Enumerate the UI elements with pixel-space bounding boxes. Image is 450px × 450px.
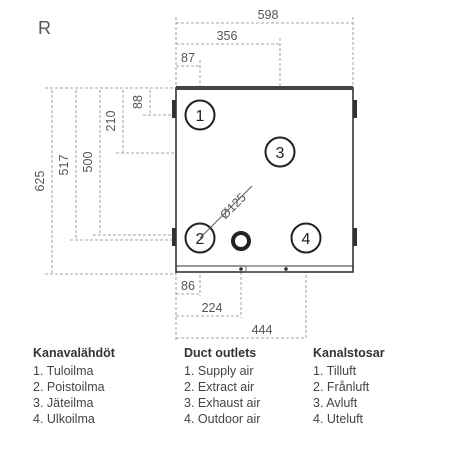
- legend-english-title: Duct outlets: [184, 346, 257, 360]
- dim-86: 86: [181, 279, 195, 293]
- legend-swedish-item: 2. Frånluft: [313, 380, 370, 394]
- outlet-3: 3: [264, 136, 296, 168]
- dim-500: 500: [81, 152, 95, 173]
- outlet-4: 4: [290, 222, 322, 254]
- svg-text:4: 4: [302, 231, 311, 248]
- legend-english-item: 3. Exhaust air: [184, 396, 261, 410]
- dim-210: 210: [104, 111, 118, 132]
- outlet-1: 1: [184, 99, 216, 131]
- dim-356: 356: [217, 29, 238, 43]
- dimension-drawing: R: [33, 8, 357, 340]
- legend-english: Duct outlets 1. Supply air 2. Extract ai…: [184, 346, 260, 427]
- dim-87: 87: [181, 51, 195, 65]
- legend-swedish-item: 3. Avluft: [313, 396, 358, 410]
- dim-625: 625: [33, 171, 47, 192]
- legend-finnish-title: Kanavalähdöt: [33, 346, 115, 360]
- legend-english-item: 4. Outdoor air: [184, 412, 261, 426]
- dim-517: 517: [57, 155, 71, 176]
- dim-598: 598: [258, 8, 279, 22]
- dim-444: 444: [252, 323, 273, 337]
- diameter-leader: [199, 185, 253, 239]
- legend-swedish-item: 4. Uteluft: [313, 412, 364, 426]
- legend-finnish-item: 1. Tuloilma: [33, 364, 94, 378]
- legend-finnish-item: 4. Ulkoilma: [33, 412, 95, 426]
- legend-swedish: Kanalstosar 1. Tilluft 2. Frånluft 3. Av…: [313, 346, 385, 427]
- dim-88: 88: [131, 95, 145, 109]
- legend-swedish-item: 1. Tilluft: [313, 364, 357, 378]
- ventilation-unit: [172, 86, 357, 273]
- legend-english-item: 2. Extract air: [184, 380, 255, 394]
- condensate-outlet: [231, 231, 251, 251]
- svg-text:2: 2: [196, 231, 205, 248]
- legend-finnish-item: 2. Poistoilma: [33, 380, 105, 394]
- legend-finnish: Kanavalähdöt 1. Tuloilma 2. Poistoilma 3…: [33, 346, 115, 427]
- svg-text:3: 3: [276, 145, 285, 162]
- legend-english-item: 1. Supply air: [184, 364, 254, 378]
- dim-224: 224: [202, 301, 223, 315]
- legend-finnish-item: 3. Jäteilma: [33, 396, 94, 410]
- view-label: R: [38, 18, 51, 38]
- svg-text:1: 1: [196, 108, 205, 125]
- legend-swedish-title: Kanalstosar: [313, 346, 385, 360]
